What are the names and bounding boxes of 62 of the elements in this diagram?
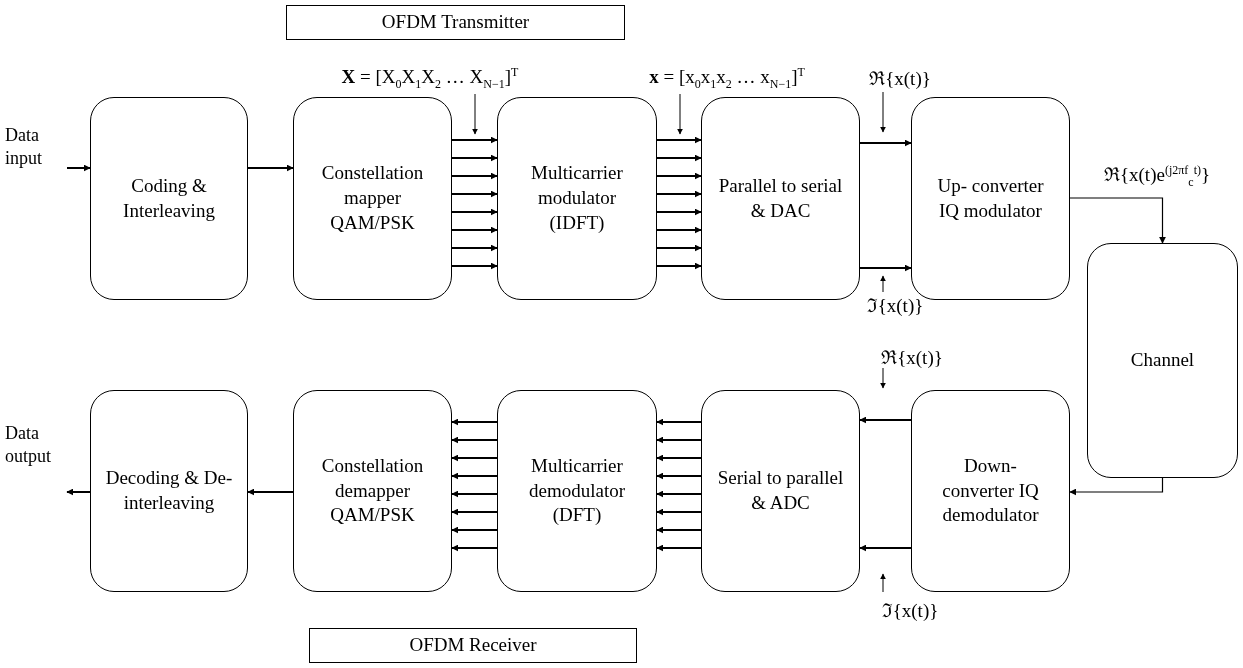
- arrow: [247, 164, 294, 172]
- arrow: [656, 490, 702, 498]
- arrow: [656, 526, 702, 534]
- arrow: [859, 139, 912, 147]
- process-box: Decoding & De- interleaving: [90, 390, 248, 592]
- arrow: [451, 244, 498, 252]
- arrow: [451, 508, 498, 516]
- arrow: [656, 418, 702, 426]
- arrow: [656, 136, 702, 144]
- arrow: [451, 526, 498, 534]
- arrow: [247, 488, 294, 496]
- arrow: [451, 472, 498, 480]
- process-box: Channel: [1087, 243, 1238, 478]
- arrow: [451, 490, 498, 498]
- arrow: [66, 164, 91, 172]
- arrow: [859, 264, 912, 272]
- arrow: [451, 154, 498, 162]
- process-box: Up- converter IQ modulator: [911, 97, 1070, 300]
- arrow: [656, 436, 702, 444]
- edge-label: ℑ{x(t)}: [881, 600, 939, 620]
- edge-label: ℜ{x(t)}: [869, 68, 931, 88]
- arrow: [656, 172, 702, 180]
- process-box: Multicarrier modulator (IDFT): [497, 97, 657, 300]
- arrow: [451, 262, 498, 270]
- arrow: [656, 262, 702, 270]
- title-box: OFDM Receiver: [309, 628, 637, 663]
- process-box: Constellation demapper QAM/PSK: [293, 390, 452, 592]
- arrow: [656, 544, 702, 552]
- edge-label: X = [X$_{0}$X$_{1}$X$_{2}$ … X$_{N−1}$]$^{T}$: [341, 65, 519, 91]
- arrow: [656, 508, 702, 516]
- arrow: [859, 416, 912, 424]
- arrow: [451, 544, 498, 552]
- process-box: Down- converter IQ demodulator: [911, 390, 1070, 592]
- arrow: [656, 244, 702, 252]
- arrow: [451, 208, 498, 216]
- arrow: [859, 544, 912, 552]
- input-label: Data input: [5, 120, 67, 166]
- arrow: [656, 190, 702, 198]
- arrow: [451, 172, 498, 180]
- process-box: Multicarrier demodulator (DFT): [497, 390, 657, 592]
- arrow: [656, 472, 702, 480]
- process-box: Coding & Interleaving: [90, 97, 248, 300]
- output-label: Data output: [5, 418, 67, 500]
- process-box: Constellation mapper QAM/PSK: [293, 97, 452, 300]
- arrow: [451, 136, 498, 144]
- arrow: [451, 190, 498, 198]
- process-box: Parallel to serial & DAC: [701, 97, 860, 300]
- title-box: OFDM Transmitter: [286, 5, 625, 40]
- arrow: [656, 208, 702, 216]
- arrow: [451, 454, 498, 462]
- arrow: [451, 418, 498, 426]
- edge-label: x = [x$_{0}$x$_{1}$x$_{2}$ … x$_{N−1}$]$^{T}$: [649, 65, 805, 91]
- arrow: [1069, 477, 1164, 496]
- arrow: [451, 436, 498, 444]
- arrow: [656, 454, 702, 462]
- arrow: [656, 226, 702, 234]
- arrow: [656, 154, 702, 162]
- edge-label: ℜ{x(t)}: [881, 347, 943, 367]
- process-box: Serial to parallel & ADC: [701, 390, 860, 592]
- arrow: [66, 488, 91, 496]
- arrow: [1069, 197, 1166, 244]
- arrow: [451, 226, 498, 234]
